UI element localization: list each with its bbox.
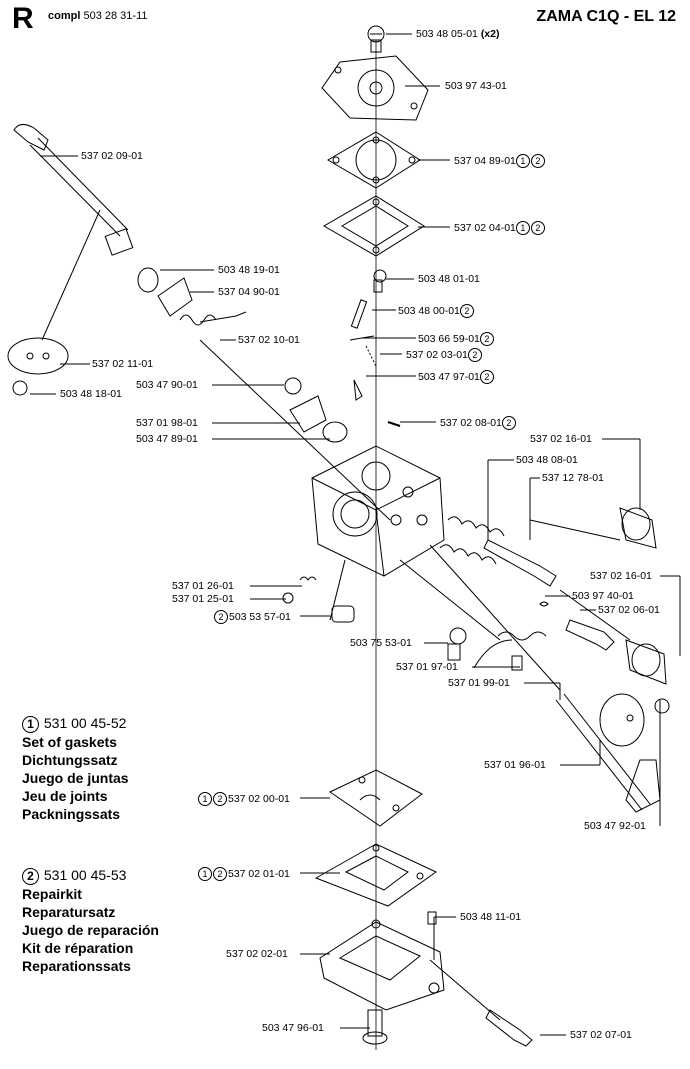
part-label: 503 48 18-01 <box>60 388 122 400</box>
part-label: 537 02 16-01 <box>530 433 592 445</box>
part-label: 503 47 96-01 <box>262 1022 324 1034</box>
part-label: 503 48 19-01 <box>218 264 280 276</box>
part-label: 537 01 97-01 <box>396 661 458 673</box>
part-label: 537 02 10-01 <box>238 334 300 346</box>
part-label: 503 47 90-01 <box>136 379 198 391</box>
compl-number: 503 28 31-11 <box>83 10 148 22</box>
part-label: 537 01 99-01 <box>448 677 510 689</box>
page-title: ZAMA C1Q - EL 12 <box>536 8 676 25</box>
part-label: 537 01 26-01 <box>172 580 234 592</box>
part-label: 537 12 78-01 <box>542 472 604 484</box>
part-label: 503 48 08-01 <box>516 454 578 466</box>
part-label: 537 02 02-01 <box>226 948 288 960</box>
part-label: 537 02 06-01 <box>598 604 660 616</box>
part-label: 503 48 05-01 (x2) <box>416 28 500 40</box>
part-label: 537 02 11-01 <box>92 358 154 370</box>
legend-repair-kit: 2 531 00 45-53 Repairkit Reparatursatz J… <box>22 867 159 974</box>
marker-one: 1 <box>22 715 39 733</box>
part-label: 537 02 07-01 <box>570 1029 632 1041</box>
part-label: 537 01 96-01 <box>484 759 546 771</box>
part-label: 537 01 25-01 <box>172 593 234 605</box>
part-label: 503 48 11-01 <box>460 911 522 923</box>
part-label: 537 01 98-01 <box>136 417 198 429</box>
marker-two: 2 <box>22 867 39 885</box>
part-label: 503 97 40-01 <box>572 590 634 602</box>
part-label: 503 48 01-01 <box>418 273 480 285</box>
part-label: 537 02 16-01 <box>590 570 652 582</box>
legend-gasket-set: 1 531 00 45-52 Set of gaskets Dichtungss… <box>22 715 129 822</box>
part-label: 537 04 90-01 <box>218 286 280 298</box>
part-label: 503 97 43-01 <box>445 80 507 92</box>
compl-word: compl <box>48 10 81 22</box>
part-label: 503 47 89-01 <box>136 433 198 445</box>
part-label: 503 75 53-01 <box>350 637 412 649</box>
section-letter: R <box>12 2 34 35</box>
part-label: 537 02 09-01 <box>81 150 143 162</box>
compl-label: compl 503 28 31-11 <box>48 10 148 22</box>
part-label: 503 47 92-01 <box>584 820 646 832</box>
